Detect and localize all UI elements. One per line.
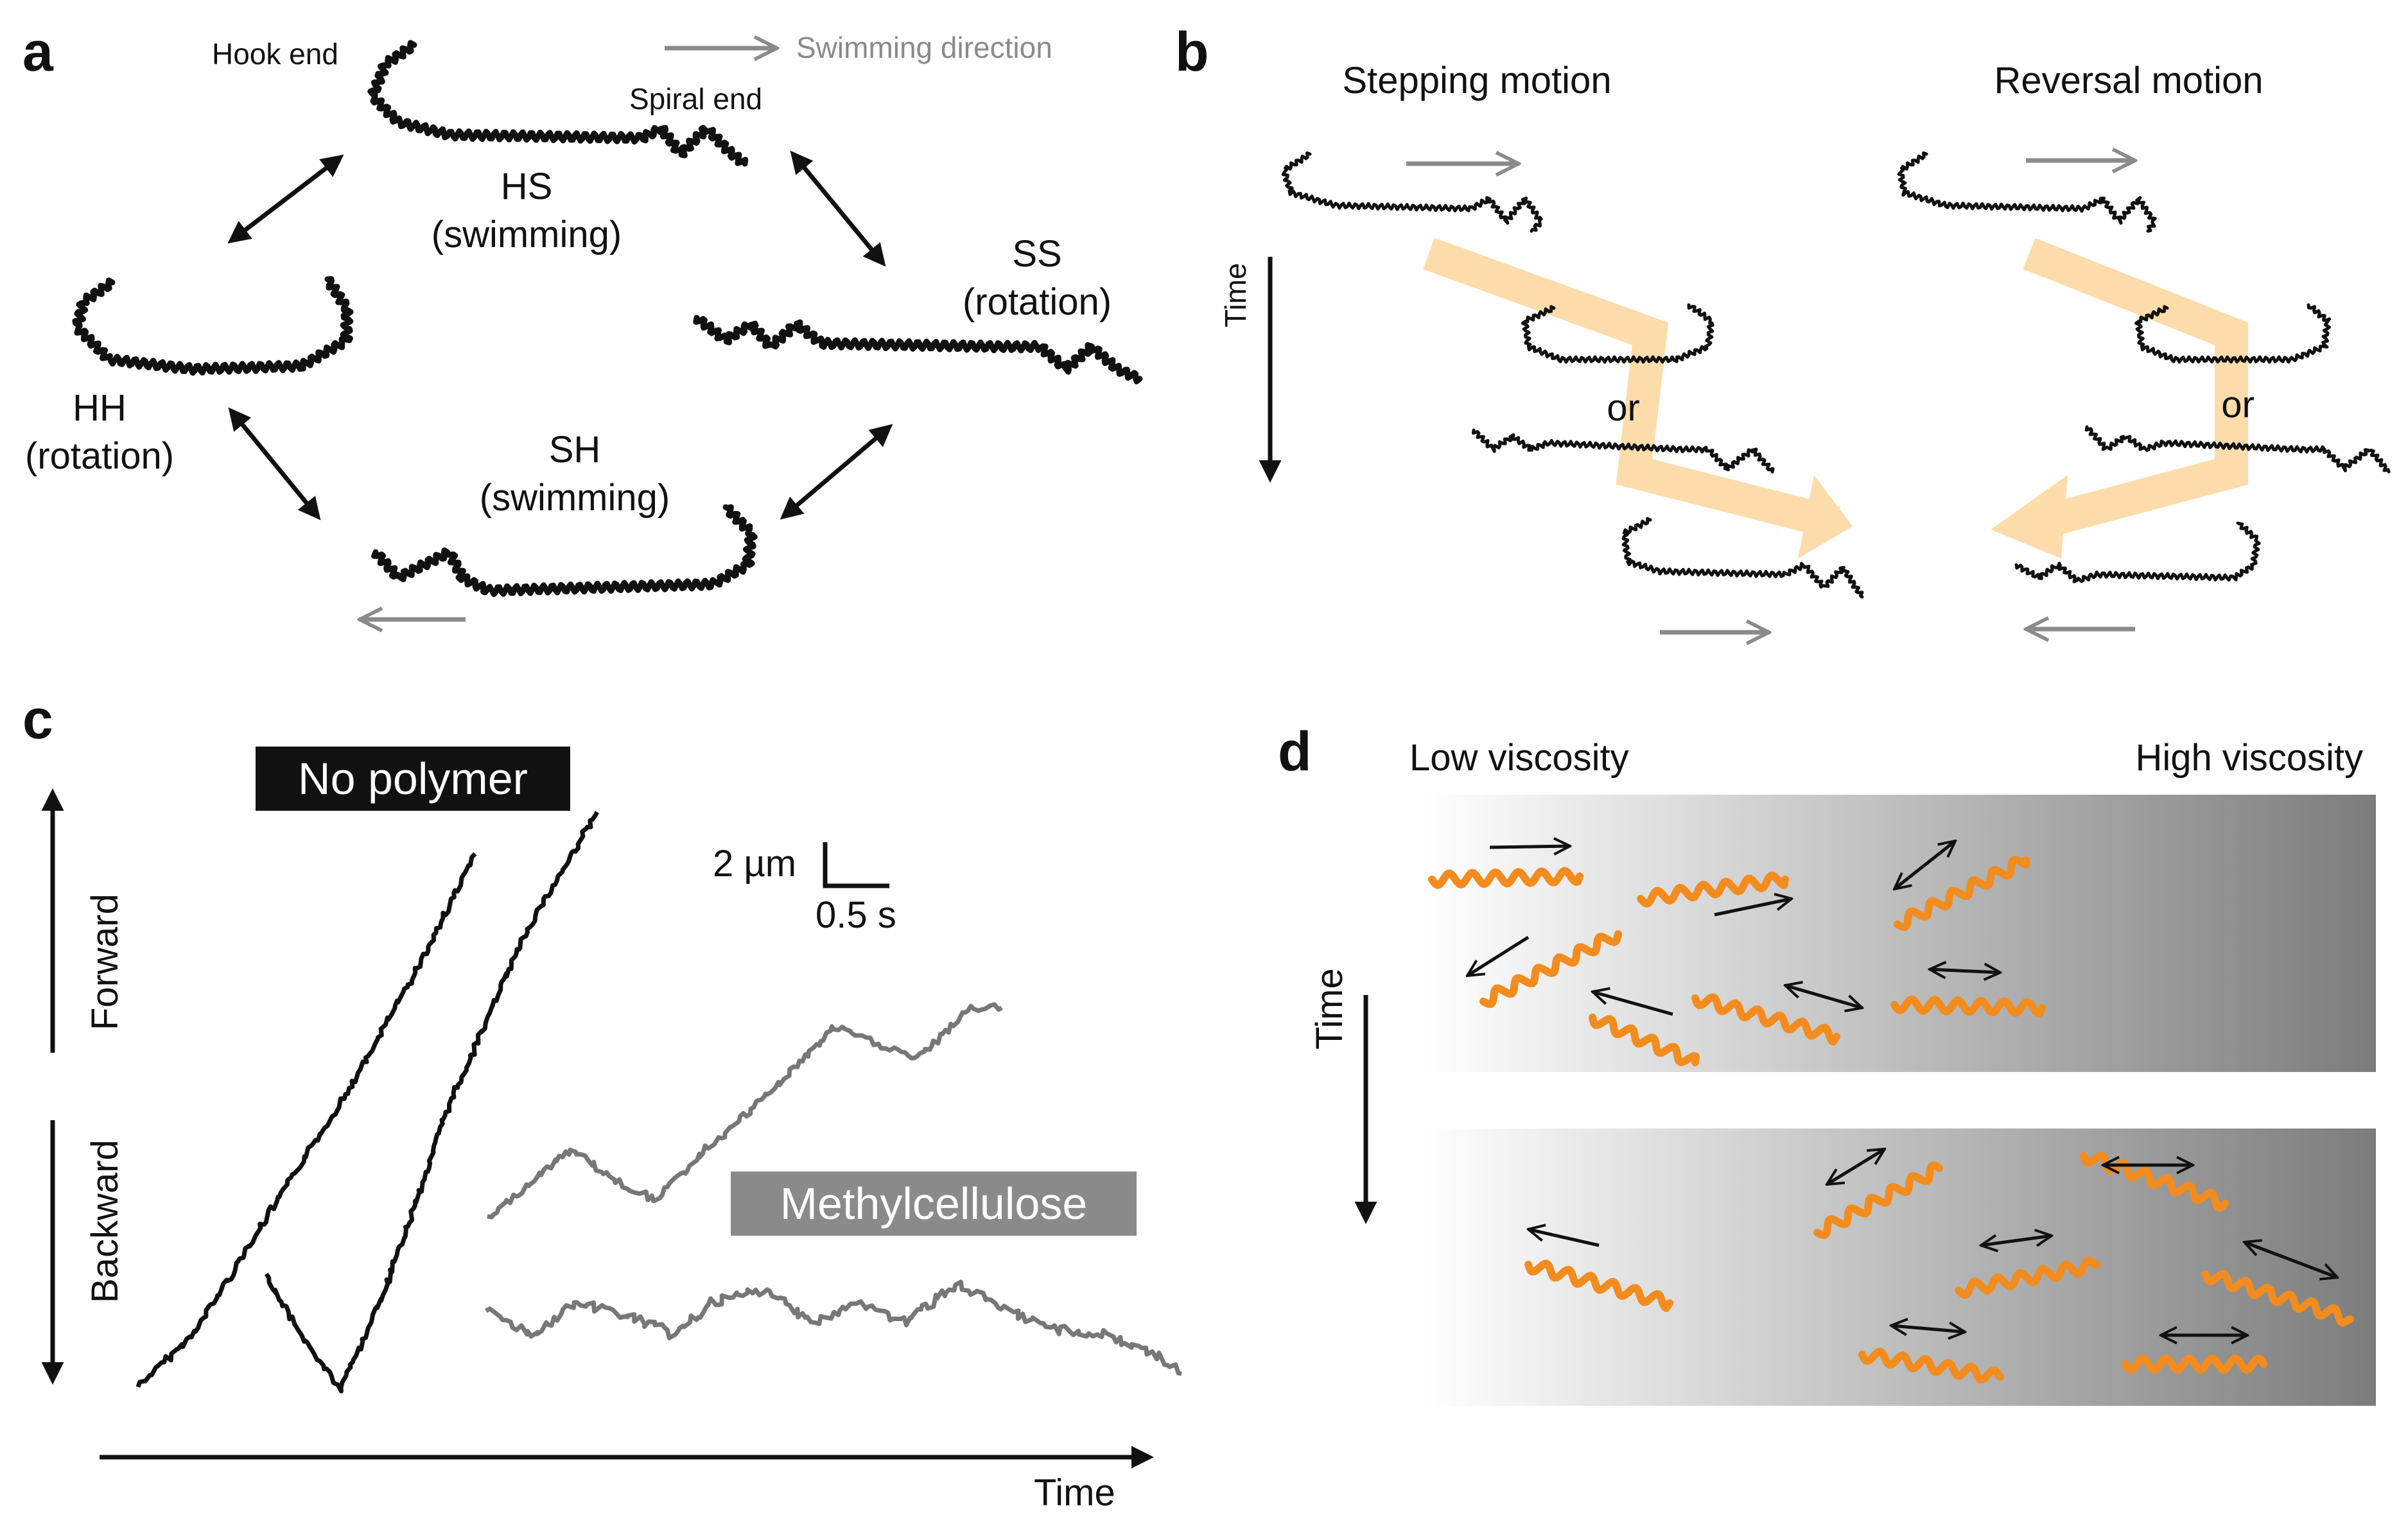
bidirectional-arrow-icon: [2244, 1242, 2337, 1277]
motion-arrow-icon: [1592, 992, 1673, 1016]
flagellum-ss-icon: [693, 315, 1143, 385]
no-polymer-trace-1: [135, 852, 477, 1388]
scale-bar-um-label: 2 µm: [713, 843, 796, 885]
panel-b: b Stepping motion Reversal motion Time o…: [1175, 21, 2391, 632]
orange-spirochete-icon: [1428, 867, 1584, 889]
bidirectional-arrow-icon: [1981, 1236, 2052, 1245]
orange-spirochete-icon: [1691, 993, 1840, 1046]
orange-spirochete-icon: [1890, 995, 2046, 1017]
state-sh-mode: (swimming): [480, 477, 670, 519]
flagellum-hs-icon: [367, 40, 749, 167]
orange-spirochete-icon: [1894, 856, 2030, 931]
transition-sh-ss-arrow-icon: [780, 424, 893, 520]
bidirectional-arrow-icon: [1891, 1326, 1965, 1332]
bidirectional-arrow-icon: [1930, 969, 2000, 973]
panel-b-letter: b: [1175, 21, 1209, 83]
no-polymer-label: No polymer: [298, 754, 528, 804]
reversal-path-arrowhead-icon: [1991, 475, 2068, 558]
scale-bar: [823, 842, 889, 888]
state-ss-mode: (rotation): [963, 281, 1112, 323]
motion-arrow-icon: [1467, 935, 1530, 976]
orange-spirochete-icon: [1813, 1161, 1943, 1240]
stepping-flagellum-1-icon: [1281, 151, 1543, 233]
low-viscosity-label: Low viscosity: [1409, 737, 1629, 779]
orange-spirochete-icon: [1637, 872, 1789, 908]
high-viscosity-label: High viscosity: [2135, 737, 2363, 779]
orange-spirochete-icon: [1955, 1256, 2100, 1299]
reversal-flagellum-2-icon: [2134, 303, 2332, 364]
panel-d-time-label: Time: [1309, 968, 1350, 1050]
stepping-flagellum-3-icon: [1472, 428, 1775, 474]
state-hh-mode: (rotation): [25, 435, 174, 477]
bidirectional-arrow-icon: [1894, 841, 1955, 889]
reversal-flagellum-4-icon: [2014, 521, 2261, 584]
backward-label: Backward: [84, 1139, 126, 1303]
state-sh-code: SH: [549, 429, 601, 471]
panel-c-time-label: Time: [1034, 1472, 1115, 1514]
state-ss-code: SS: [1012, 233, 1061, 275]
reversal-flagellum-1-icon: [1897, 151, 2157, 233]
stepping-path-arrowhead-icon: [1798, 475, 1853, 558]
motion-arrow-group: [1467, 841, 2337, 1335]
reversal-flagellum-3-icon: [2084, 425, 2391, 474]
transition-hh-hs-arrow-icon: [227, 154, 344, 244]
methylcellulose-label-box: [731, 1172, 1137, 1236]
hook-end-label: Hook end: [212, 37, 338, 71]
scale-bar-s-label: 0.5 s: [816, 894, 896, 936]
stepping-path-arrow: [1423, 238, 1841, 540]
motion-arrow-icon: [1714, 899, 1792, 917]
methylcellulose-label: Methylcellulose: [780, 1179, 1088, 1229]
state-hs-mode: (swimming): [432, 214, 622, 255]
swimming-direction-label: Swimming direction: [796, 31, 1052, 64]
motion-arrow-icon: [1528, 1229, 1600, 1247]
motion-arrow-icon: [1489, 846, 1570, 847]
panel-d: d Low viscosity High viscosity Time: [1278, 721, 2376, 1406]
orange-spirochete-icon: [2202, 1270, 2354, 1327]
panel-b-time-label: Time: [1219, 263, 1252, 327]
state-hs-code: HS: [501, 166, 553, 207]
stepping-or-label: or: [1607, 387, 1640, 429]
bidirectional-arrow-icon: [1827, 1149, 1885, 1184]
panel-d-letter: d: [1278, 721, 1312, 783]
transition-hh-sh-arrow-icon: [228, 407, 321, 521]
reversal-motion-title: Reversal motion: [1994, 60, 2263, 101]
flagellum-hh-icon: [72, 276, 354, 376]
stepping-flagellum-4-icon: [1621, 517, 1864, 599]
flagellum-sh-icon: [371, 504, 758, 598]
orange-spirochete-icon: [1524, 1259, 1673, 1312]
methylcellulose-trace-1: [487, 1002, 1003, 1220]
orange-spirochete-icon: [2122, 1354, 2267, 1374]
state-hh-code: HH: [73, 387, 127, 429]
stepping-motion-title: Stepping motion: [1342, 60, 1611, 101]
orange-spirochete-icon: [1479, 930, 1622, 1008]
reversal-or-label: or: [2221, 384, 2255, 426]
forward-label: Forward: [84, 894, 126, 1030]
spiral-end-label: Spiral end: [629, 82, 762, 116]
stepping-flagellum-2-icon: [1521, 303, 1714, 364]
transition-hs-ss-arrow-icon: [790, 150, 886, 267]
orange-spirochete-icon: [1589, 1014, 1700, 1066]
panel-c-letter: c: [22, 689, 53, 750]
panel-a: a Hook end Spiral end Swimming direction…: [22, 21, 1143, 619]
no-polymer-label-box: [256, 747, 570, 811]
bidirectional-arrow-icon: [1785, 985, 1862, 1008]
orange-spirochete-icon: [1858, 1347, 2004, 1383]
no-polymer-trace-2: [264, 811, 600, 1394]
panel-a-letter: a: [22, 21, 54, 83]
reversal-path-arrow: [2023, 238, 2248, 540]
panel-c: c No polymer Methylcellulose Forward Bac…: [22, 689, 1182, 1514]
methylcellulose-trace-2: [485, 1279, 1182, 1376]
viscosity-gradient-top: [1422, 795, 2376, 1072]
